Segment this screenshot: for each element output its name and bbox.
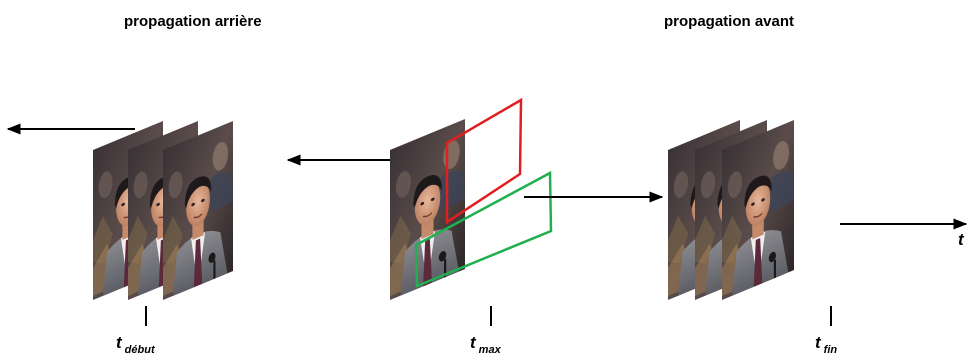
time-subscript: max — [478, 344, 501, 356]
backward-frame-stack — [92, 120, 234, 301]
face-bounding-box — [445, 97, 523, 225]
time-symbol: t — [470, 333, 476, 352]
axis-label-layer: t — [958, 230, 967, 250]
video-frame — [162, 120, 234, 301]
time-symbol: t — [815, 333, 821, 352]
time-subscript: fin — [823, 344, 838, 356]
time-axis-symbol: t — [958, 230, 964, 249]
heading-forward-propagation: propagation avant — [664, 13, 795, 30]
key-frame — [389, 97, 553, 301]
time-symbol: t — [116, 333, 122, 352]
time-subscript: début — [124, 344, 155, 356]
video-frame — [721, 119, 795, 301]
headings-layer: propagation arrière propagation avant — [124, 13, 795, 30]
heading-backward-propagation: propagation arrière — [124, 13, 262, 30]
video-frame — [389, 118, 466, 301]
time-axis-label: t — [958, 230, 967, 250]
torso-bounding-box — [414, 170, 553, 288]
forward-frame-stack — [667, 119, 795, 301]
